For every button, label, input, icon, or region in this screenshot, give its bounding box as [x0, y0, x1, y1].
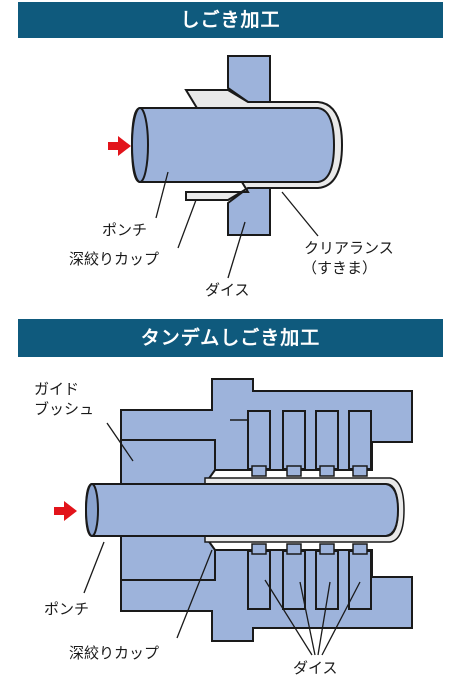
dies-lower: [247, 543, 372, 610]
section-title-tandem-ironing: タンデムしごき加工: [18, 319, 443, 357]
label-punch-tandem: ポンチ: [44, 600, 89, 618]
dies-upper: [230, 410, 372, 477]
label-die-tandem: ダイス: [293, 659, 338, 677]
guide-bush-lower: [120, 535, 216, 581]
punch-shape: [130, 107, 336, 183]
punch-direction-arrow-tandem: [54, 501, 77, 521]
guide-bush-upper: [120, 439, 216, 485]
ironing-diagram: ポンチ 深絞りカップ ダイス クリアランス （すきま）: [69, 55, 394, 299]
section-title-ironing: しごき加工: [18, 2, 443, 38]
label-die: ダイス: [205, 281, 250, 299]
punch-shape-tandem: [84, 483, 400, 537]
label-cup: 深絞りカップ: [69, 250, 159, 268]
label-clearance-note: （すきま）: [302, 259, 377, 277]
punch-direction-arrow: [108, 136, 131, 156]
label-guide: ガイド: [34, 380, 79, 398]
label-clearance: クリアランス: [304, 239, 394, 257]
tandem-ironing-diagram: ガイド ブッシュ ポンチ 深絞りカップ ダイス: [34, 378, 413, 677]
label-punch: ポンチ: [102, 221, 147, 239]
label-cup-tandem: 深絞りカップ: [69, 644, 159, 662]
label-bush: ブッシュ: [34, 400, 94, 418]
